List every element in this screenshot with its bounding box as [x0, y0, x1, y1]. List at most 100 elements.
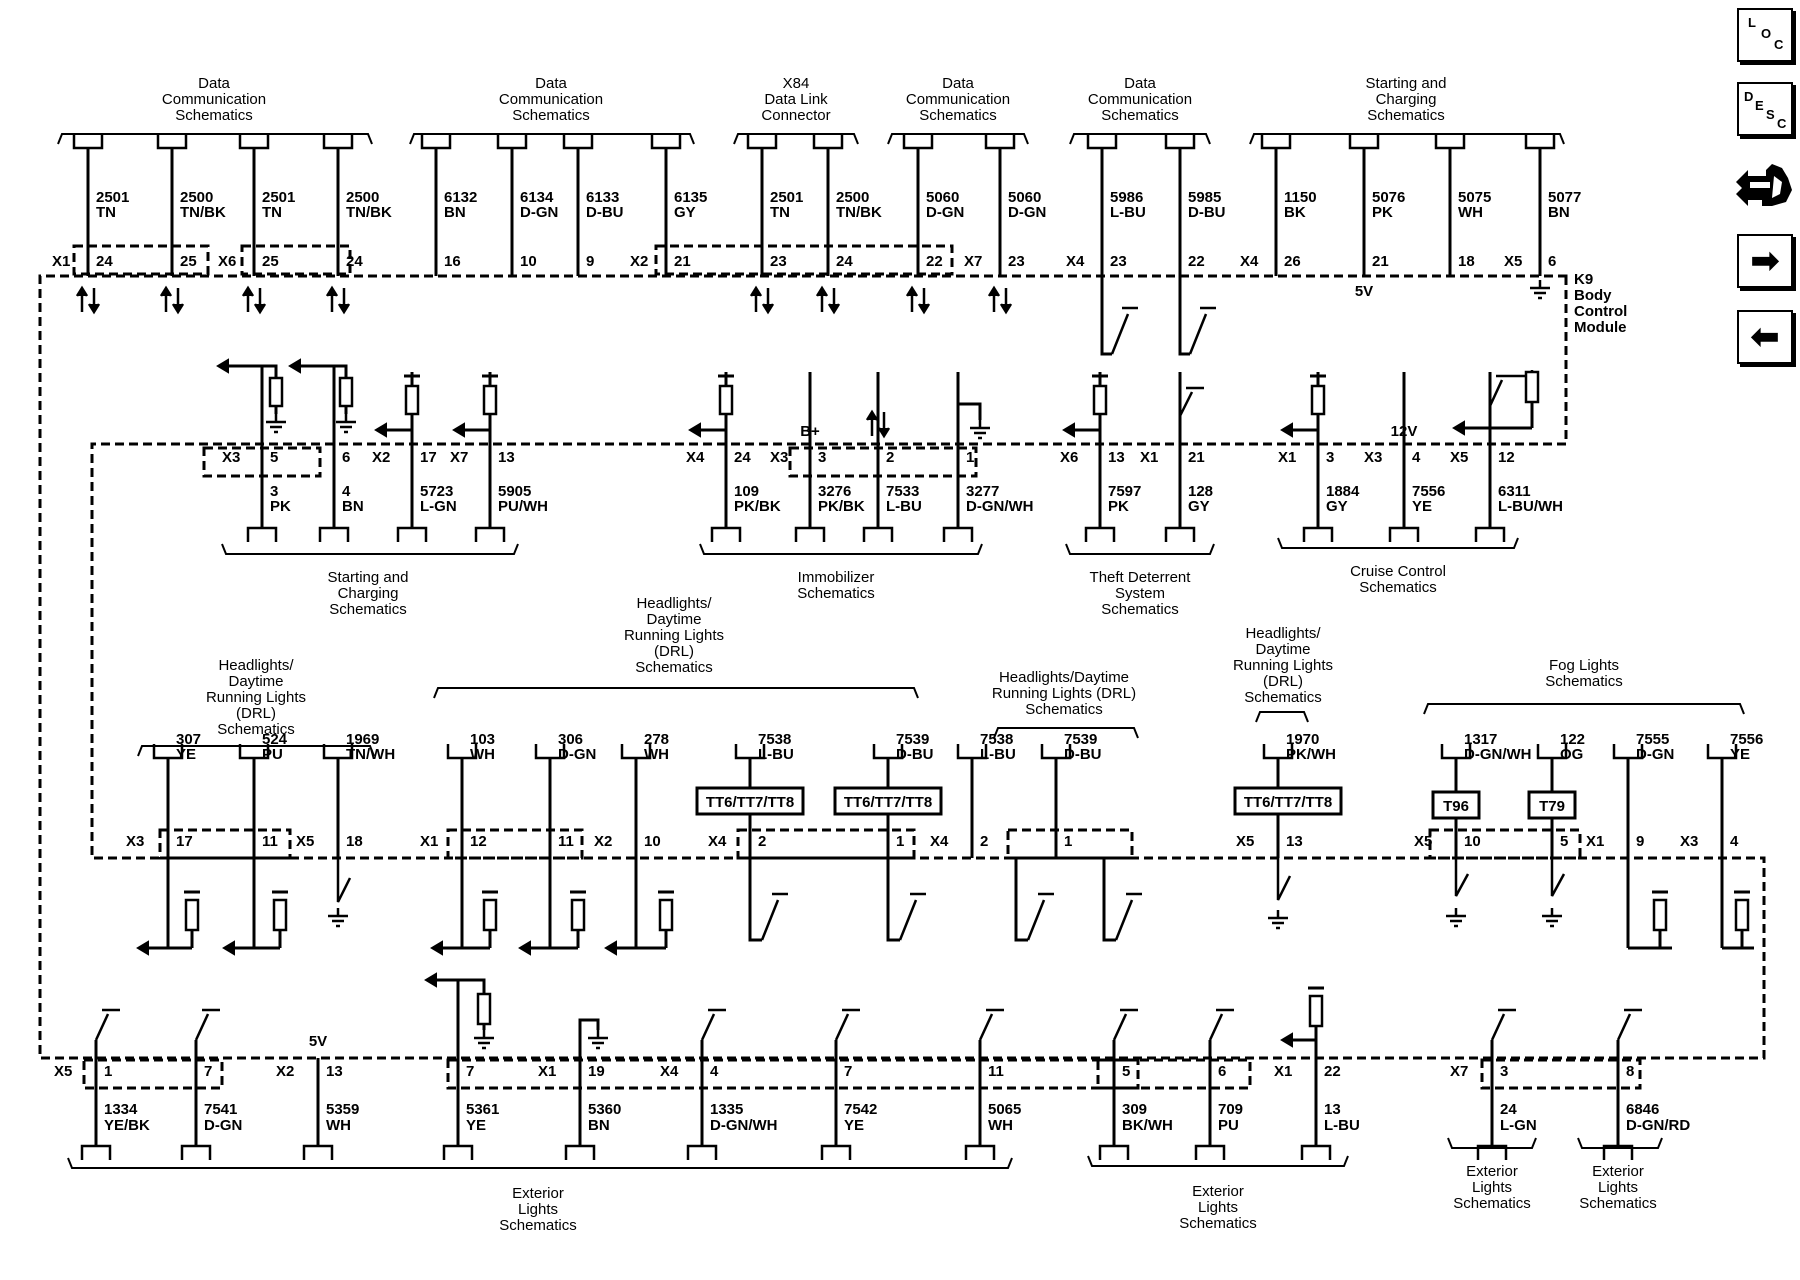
resistor — [570, 898, 586, 932]
group-bracket — [409, 133, 695, 145]
wire-color: D-GN — [1008, 204, 1046, 221]
arrow-head — [216, 358, 229, 374]
group-label-line: Schematics — [1545, 673, 1623, 690]
arrow-head — [999, 303, 1013, 315]
group-label-line: Theft Deterrent — [1090, 569, 1192, 586]
connector-id: X1 — [1278, 449, 1296, 466]
circuit-number: 2500 — [836, 189, 869, 206]
wire — [1178, 276, 1190, 356]
pin-number: 7 — [204, 1063, 212, 1080]
circuit-number: 5065 — [988, 1101, 1021, 1118]
circuit-number: 307 — [176, 731, 201, 748]
wire-color: D-BU — [1064, 746, 1102, 763]
switch-blade — [1208, 1013, 1224, 1041]
wire-color: TN/BK — [346, 204, 392, 221]
pin-number: 7 — [844, 1063, 852, 1080]
circuit-number: 5360 — [588, 1101, 621, 1118]
connector-terminal — [1260, 134, 1292, 150]
connector-terminal — [1612, 744, 1644, 760]
group-bracket — [993, 727, 1139, 739]
module-outline — [38, 274, 1766, 1060]
wire-color: D-BU — [586, 204, 624, 221]
wire-color: YE — [176, 746, 196, 763]
connector-terminal — [238, 134, 270, 150]
next-button[interactable]: ➡ — [1737, 234, 1793, 288]
pin-number: 10 — [520, 253, 537, 270]
arrow-head — [604, 940, 617, 956]
group-label-line: Fog Lights — [1549, 657, 1619, 674]
connector-terminal — [942, 526, 974, 542]
connector-terminal — [1300, 1144, 1332, 1160]
connector-terminal — [474, 526, 506, 542]
pin-number: 2 — [980, 833, 988, 850]
connector-outline — [72, 244, 210, 276]
group-label-line: Cruise Control — [1350, 563, 1446, 580]
description-button[interactable]: D E S C — [1737, 82, 1793, 136]
pin-number: 5 — [270, 449, 278, 466]
next-arrow-icon: ➡ — [1750, 242, 1780, 280]
connector-terminal — [620, 744, 652, 760]
pin-number: 3 — [1326, 449, 1334, 466]
connector-terminal — [1348, 134, 1380, 150]
arrow-head — [253, 303, 267, 315]
arrow-head — [1062, 422, 1075, 438]
connector-terminal — [812, 134, 844, 150]
pin-number: 10 — [644, 833, 661, 850]
circuit-number: 2501 — [96, 189, 129, 206]
previous-button[interactable]: ⬅ — [1737, 310, 1793, 364]
wire-color: PU/WH — [498, 498, 548, 515]
connector-terminal — [152, 744, 184, 760]
t96-box-text: T96 — [1443, 798, 1469, 815]
connector-terminal — [964, 1144, 996, 1160]
wire — [436, 978, 460, 1058]
circuit-number: 1334 — [104, 1101, 138, 1118]
wire-color: WH — [1458, 204, 1483, 221]
wire-color: WH — [326, 1117, 351, 1134]
circuit-number: 5060 — [1008, 189, 1041, 206]
group-label-line: Data Link — [764, 91, 828, 108]
circuit-number: 5905 — [498, 483, 531, 500]
connector-end-view-button[interactable] — [1732, 156, 1796, 214]
wire-color: GY — [1188, 498, 1210, 515]
t79-box-text: T79 — [1539, 798, 1565, 815]
pin-number: 8 — [1626, 1063, 1634, 1080]
resistor — [1652, 898, 1668, 932]
group-bracket — [1447, 1137, 1537, 1149]
group-label-line: Schematics — [175, 107, 253, 124]
group-label-line: Schematics — [1179, 1215, 1257, 1232]
wire — [1014, 858, 1028, 942]
circuit-number: 7555 — [1636, 731, 1669, 748]
group-label-line: Lights — [1598, 1179, 1638, 1196]
resistor — [476, 992, 492, 1026]
connector-terminal — [1602, 1144, 1634, 1160]
pin-number: 13 — [498, 449, 515, 466]
arrow-head — [452, 422, 465, 438]
voltage-label: 5V — [1355, 283, 1373, 300]
wire-color: BK — [1284, 204, 1306, 221]
wire — [886, 858, 900, 942]
arrow-head — [987, 285, 1001, 297]
pin-number: 1 — [104, 1063, 112, 1080]
group-bracket — [1065, 543, 1215, 555]
pin-number: 2 — [886, 449, 894, 466]
group-label-line: Lights — [518, 1201, 558, 1218]
location-button[interactable]: L O C — [1737, 8, 1793, 62]
wire-color: WH — [988, 1117, 1013, 1134]
resistor — [658, 898, 674, 932]
connector-terminal — [1524, 134, 1556, 150]
pin-number: 1 — [966, 449, 974, 466]
wire — [260, 364, 278, 528]
connector-id: X4 — [660, 1063, 679, 1080]
circuit-number: 2500 — [346, 189, 379, 206]
circuit-number: 7538 — [758, 731, 791, 748]
wire — [748, 858, 762, 942]
connector-outline — [158, 828, 292, 860]
wire-color: PK/WH — [1286, 746, 1336, 763]
connector-terminal — [1084, 526, 1116, 542]
circuit-number: 7556 — [1730, 731, 1763, 748]
group-label-line: Communication — [162, 91, 266, 108]
connector-terminal — [562, 134, 594, 150]
connector-id: X5 — [1504, 253, 1522, 270]
switch-blade — [1110, 313, 1130, 355]
group-label-line: Daytime — [228, 673, 283, 690]
